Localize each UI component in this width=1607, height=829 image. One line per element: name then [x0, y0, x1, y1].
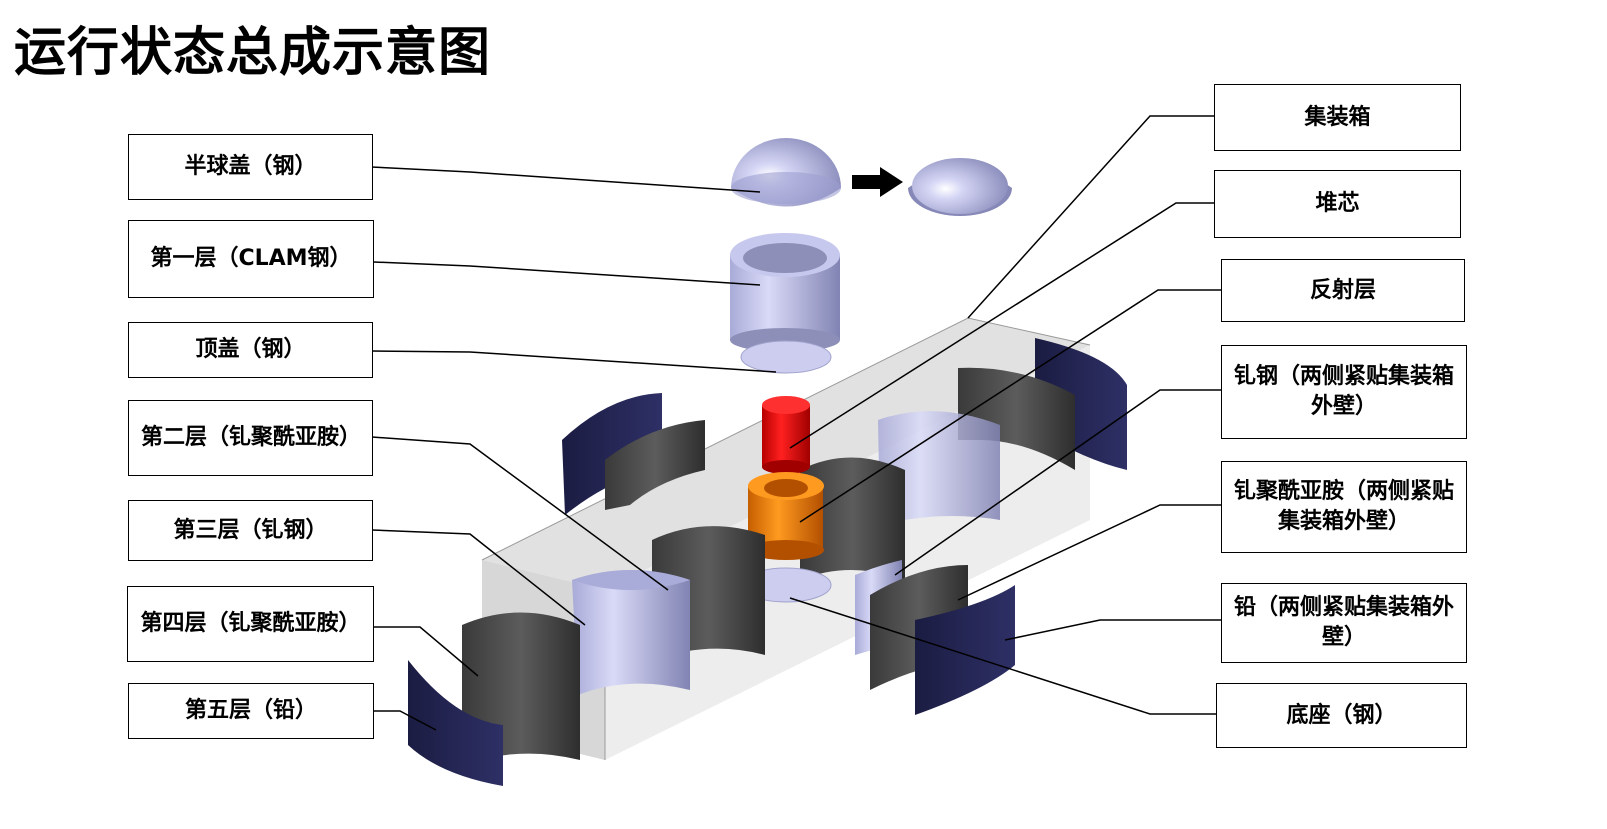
arrow-icon — [852, 167, 903, 197]
label-layer-5: 第五层（铅） — [128, 683, 374, 739]
label-layer-4: 第四层（钆聚酰亚胺） — [127, 586, 374, 662]
hemisphere-cap-flipped — [908, 158, 1012, 216]
label-base: 底座（钢） — [1216, 683, 1467, 748]
label-reflector: 反射层 — [1221, 259, 1465, 322]
layer-5-shell — [408, 660, 503, 786]
hemisphere-cap-shape — [731, 138, 841, 207]
core-cylinder — [762, 396, 810, 474]
gd-steel-center — [800, 457, 905, 580]
page-title: 运行状态总成示意图 — [14, 23, 492, 83]
label-layer-1: 第一层（CLAM钢） — [128, 220, 374, 298]
steel-ring-back-right — [878, 411, 1000, 525]
gd-polyimide-back-right — [958, 367, 1075, 470]
label-gd-polyimide-wall: 钆聚酰亚胺（两侧紧贴集装箱外壁） — [1221, 461, 1467, 553]
label-lead-wall: 铅（两侧紧贴集装箱外壁） — [1221, 583, 1467, 663]
top-cover-disk — [740, 340, 832, 374]
label-top-cover: 顶盖（钢） — [128, 322, 373, 378]
label-hemisphere-cap: 半球盖（钢） — [128, 134, 373, 200]
label-gd-steel-wall: 钆钢（两侧紧贴集装箱外壁） — [1221, 345, 1467, 439]
lead-plate-back-left — [562, 393, 662, 515]
leader-lines — [370, 115, 1222, 731]
gd-polyimide-back-left — [605, 420, 705, 510]
label-core: 堆芯 — [1214, 170, 1461, 238]
layer-3-shell — [572, 570, 690, 695]
layer-1-cylinder — [730, 233, 840, 352]
label-layer-2: 第二层（钆聚酰亚胺） — [128, 400, 373, 476]
label-layer-3: 第三层（钆钢） — [128, 500, 373, 561]
label-container: 集装箱 — [1214, 84, 1461, 151]
lead-wall-shape — [915, 585, 1015, 715]
